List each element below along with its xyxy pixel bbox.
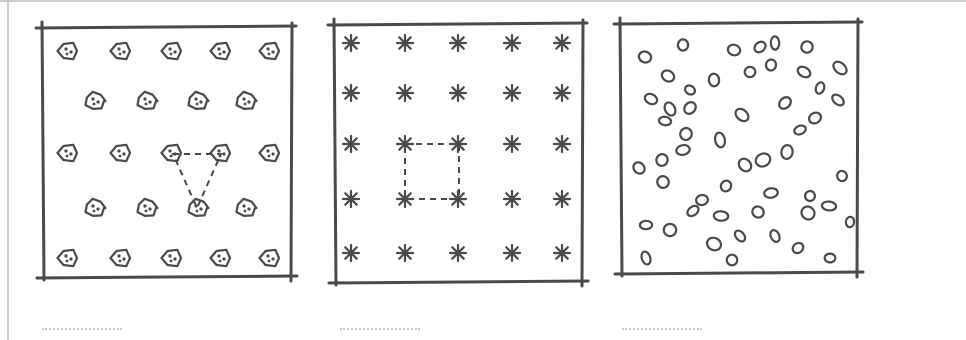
caption-placeholder-1 bbox=[42, 322, 122, 330]
open-circle-icon bbox=[678, 126, 694, 142]
open-circle-icon bbox=[799, 39, 814, 54]
open-circle-icon bbox=[713, 211, 728, 221]
open-circle-icon bbox=[765, 59, 777, 71]
open-circle-icon bbox=[771, 36, 780, 49]
open-circle-icon bbox=[695, 194, 708, 206]
open-circle-icon bbox=[777, 95, 793, 111]
open-circle-icon bbox=[727, 43, 742, 56]
open-circle-icon bbox=[835, 169, 848, 182]
open-circle-icon bbox=[793, 124, 807, 136]
caption-placeholder-3 bbox=[622, 322, 702, 330]
open-circle-icon bbox=[660, 68, 676, 84]
open-circle-icon bbox=[821, 201, 836, 211]
open-circle-icon bbox=[769, 229, 782, 244]
open-circle-icon bbox=[643, 92, 659, 106]
open-circle-icon bbox=[831, 59, 849, 77]
open-circle-icon bbox=[845, 216, 854, 227]
open-circle-icon bbox=[655, 174, 670, 190]
open-circle-icon bbox=[750, 204, 766, 220]
open-circle-icon bbox=[791, 241, 806, 255]
open-circle-icon bbox=[736, 156, 753, 174]
open-circle-icon bbox=[683, 84, 696, 97]
open-circle-icon bbox=[640, 250, 652, 265]
open-circle-icon bbox=[733, 106, 751, 123]
open-circle-icon bbox=[825, 254, 836, 263]
open-circle-icon bbox=[764, 187, 779, 198]
open-circle-icon bbox=[678, 39, 688, 50]
open-circle-icon bbox=[726, 253, 739, 266]
caption-placeholder-2 bbox=[340, 322, 420, 330]
open-circle-icon bbox=[733, 229, 747, 244]
open-circle-icon bbox=[637, 50, 652, 64]
open-circle-icon bbox=[663, 101, 678, 118]
open-circle-icon bbox=[780, 144, 793, 159]
open-circle-icon bbox=[658, 116, 671, 126]
open-circle-icon bbox=[714, 132, 726, 148]
open-circle-icon bbox=[675, 144, 690, 156]
open-circle-icon bbox=[807, 110, 823, 125]
open-circle-icon bbox=[804, 190, 816, 202]
open-circle-icon bbox=[830, 92, 846, 107]
open-circle-icon bbox=[655, 152, 670, 167]
open-circle-icon bbox=[719, 179, 733, 194]
open-circle-icon bbox=[708, 73, 719, 87]
open-circle-icon bbox=[705, 235, 723, 252]
open-circle-icon bbox=[631, 160, 647, 176]
open-circle-icon bbox=[752, 40, 767, 55]
open-circle-icon bbox=[744, 66, 756, 78]
open-circle-icon bbox=[682, 100, 698, 116]
open-circle-icon bbox=[662, 223, 677, 238]
open-circle-icon bbox=[640, 221, 652, 230]
open-circle-icon bbox=[814, 81, 825, 95]
open-circle-icon bbox=[754, 151, 773, 169]
open-circle-icon bbox=[796, 65, 812, 80]
open-circle-icon bbox=[799, 204, 817, 222]
open-circle-icon bbox=[685, 204, 700, 218]
